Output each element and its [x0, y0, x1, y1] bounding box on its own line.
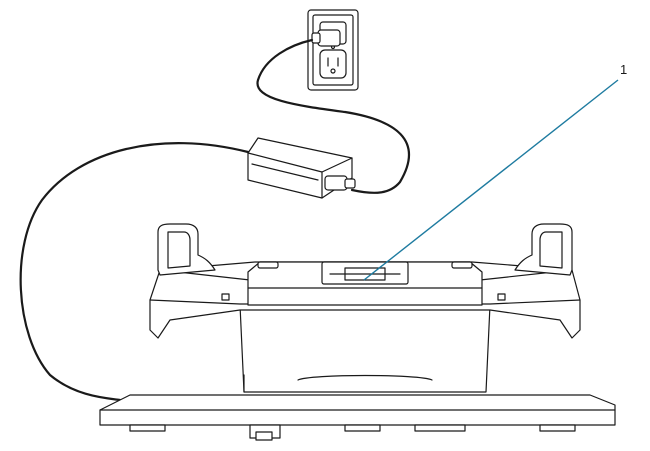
right-upright-holder	[514, 223, 573, 276]
callout-label-1: 1	[620, 62, 627, 77]
wall-outlet	[307, 9, 359, 91]
cradle-base-plate	[99, 394, 616, 441]
cradle-body	[149, 261, 581, 393]
outlet-cable	[256, 38, 411, 194]
power-supply	[247, 137, 356, 199]
dc-cable	[19, 142, 250, 402]
callout-leader-line	[363, 79, 619, 281]
wall-plug	[311, 29, 341, 47]
left-upright-holder	[157, 223, 216, 276]
